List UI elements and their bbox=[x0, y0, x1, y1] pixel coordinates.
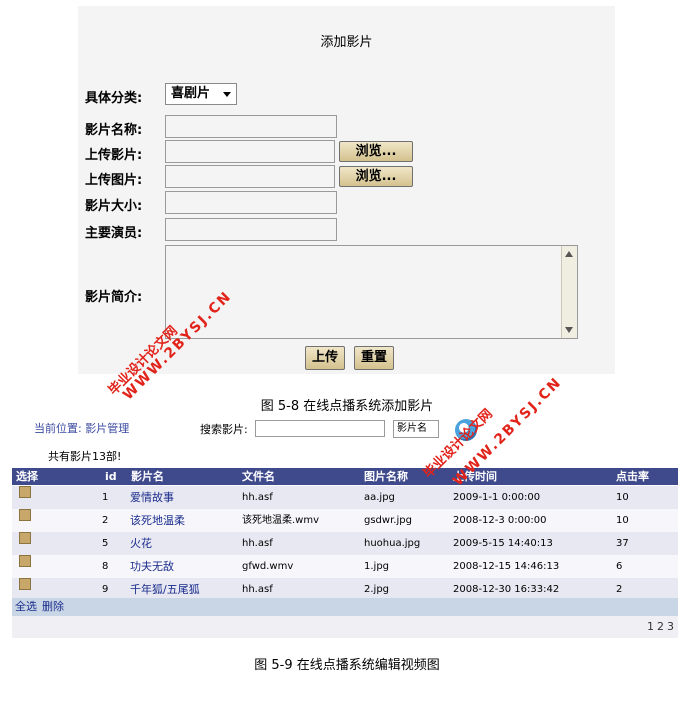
cell-clicks: 10 bbox=[616, 515, 629, 526]
upload-image-label: 上传图片: bbox=[85, 173, 143, 188]
scroll-up-icon[interactable] bbox=[565, 251, 573, 257]
cell-time: 2009-1-1 0:00:00 bbox=[453, 492, 541, 503]
col-file: 文件名 bbox=[242, 470, 275, 483]
cell-image: 2.jpg bbox=[364, 584, 390, 595]
cell-file: hh.asf bbox=[242, 492, 273, 503]
cell-clicks: 6 bbox=[616, 561, 623, 572]
table-row: 5 火花 hh.asf huohua.jpg 2009-5-15 14:40:1… bbox=[12, 532, 678, 555]
cell-file: gfwd.wmv bbox=[242, 561, 294, 572]
category-select[interactable]: 喜剧片 bbox=[165, 83, 237, 105]
search-icon[interactable] bbox=[455, 419, 477, 441]
cell-clicks: 10 bbox=[616, 492, 629, 503]
col-time: 上传时间 bbox=[453, 470, 497, 483]
category-value: 喜剧片 bbox=[171, 86, 211, 101]
actors-label: 主要演员: bbox=[85, 226, 143, 241]
select-all-link[interactable]: 全选 bbox=[15, 600, 37, 613]
intro-scrollbar[interactable] bbox=[561, 246, 577, 338]
row-checkbox[interactable] bbox=[19, 486, 31, 498]
cell-time: 2009-5-15 14:40:13 bbox=[453, 538, 553, 549]
cell-file: 该死地温柔.wmv bbox=[242, 515, 320, 526]
page-link-2[interactable]: 2 bbox=[657, 620, 664, 633]
cell-time: 2008-12-15 14:46:13 bbox=[453, 561, 560, 572]
cell-image: 1.jpg bbox=[364, 561, 390, 572]
name-input[interactable] bbox=[165, 115, 337, 138]
row-checkbox[interactable] bbox=[19, 555, 31, 567]
cell-clicks: 37 bbox=[616, 538, 629, 549]
col-name: 影片名 bbox=[131, 470, 164, 483]
cell-name-link[interactable]: 千年狐/五尾狐 bbox=[130, 583, 200, 596]
upload-image-input[interactable] bbox=[165, 165, 335, 188]
pagination: 1 2 3 bbox=[12, 616, 678, 638]
size-label: 影片大小: bbox=[85, 199, 143, 214]
cell-id: 1 bbox=[102, 492, 109, 503]
cell-id: 8 bbox=[102, 561, 109, 572]
cell-name-link[interactable]: 该死地温柔 bbox=[130, 514, 185, 527]
cell-id: 5 bbox=[102, 538, 109, 549]
col-id: id bbox=[105, 470, 117, 483]
reset-button[interactable]: 重置 bbox=[354, 346, 394, 370]
cell-clicks: 2 bbox=[616, 584, 623, 595]
size-input[interactable] bbox=[165, 191, 337, 214]
col-image: 图片名称 bbox=[364, 470, 408, 483]
cell-image: huohua.jpg bbox=[364, 538, 421, 549]
upload-button[interactable]: 上传 bbox=[305, 346, 345, 370]
figure-caption-1: 图 5-8 在线点播系统添加影片 bbox=[260, 399, 434, 414]
table-row: 2 该死地温柔 该死地温柔.wmv gsdwr.jpg 2008-12-3 0:… bbox=[12, 509, 678, 532]
row-checkbox[interactable] bbox=[19, 532, 31, 544]
cell-image: aa.jpg bbox=[364, 492, 395, 503]
cell-image: gsdwr.jpg bbox=[364, 515, 412, 526]
actors-input[interactable] bbox=[165, 218, 337, 241]
category-label: 具体分类: bbox=[85, 91, 143, 106]
table-row: 9 千年狐/五尾狐 hh.asf 2.jpg 2008-12-30 16:33:… bbox=[12, 578, 678, 601]
table-header: 选择 id 影片名 文件名 图片名称 上传时间 点击率 bbox=[12, 468, 678, 485]
add-movie-panel: 添加影片 具体分类: 喜剧片 影片名称: 上传影片: 浏览... 上传图片: 浏… bbox=[78, 6, 615, 374]
table-footer: 全选 删除 bbox=[12, 598, 678, 616]
upload-movie-input[interactable] bbox=[165, 140, 335, 163]
intro-label: 影片简介: bbox=[85, 290, 143, 305]
intro-textarea[interactable] bbox=[165, 245, 578, 339]
table-row: 8 功夫无敌 gfwd.wmv 1.jpg 2008-12-15 14:46:1… bbox=[12, 555, 678, 578]
cell-name-link[interactable]: 爱情故事 bbox=[130, 491, 174, 504]
browse-image-button[interactable]: 浏览... bbox=[339, 166, 413, 187]
scroll-down-icon[interactable] bbox=[565, 327, 573, 333]
search-label: 搜索影片: bbox=[200, 423, 248, 436]
col-clicks: 点击率 bbox=[616, 470, 649, 483]
table-row: 1 爱情故事 hh.asf aa.jpg 2009-1-1 0:00:00 10 bbox=[12, 486, 678, 509]
chevron-down-icon bbox=[223, 92, 231, 97]
cell-time: 2008-12-30 16:33:42 bbox=[453, 584, 560, 595]
movie-list-panel: 当前位置: 影片管理 搜索影片: 影片名 共有影片13部! 选择 id 影片名 … bbox=[12, 412, 678, 638]
breadcrumb: 当前位置: 影片管理 bbox=[34, 422, 130, 435]
page-link-3[interactable]: 3 bbox=[667, 620, 674, 633]
col-select: 选择 bbox=[16, 470, 38, 483]
cell-file: hh.asf bbox=[242, 584, 273, 595]
movie-count: 共有影片13部! bbox=[48, 450, 122, 463]
cell-id: 2 bbox=[102, 515, 109, 526]
figure-caption-2: 图 5-9 在线点播系统编辑视频图 bbox=[254, 658, 440, 673]
cell-time: 2008-12-3 0:00:00 bbox=[453, 515, 547, 526]
form-title: 添加影片 bbox=[320, 35, 373, 50]
row-checkbox[interactable] bbox=[19, 578, 31, 590]
upload-movie-label: 上传影片: bbox=[85, 148, 143, 163]
cell-name-link[interactable]: 功夫无敌 bbox=[130, 560, 174, 573]
name-label: 影片名称: bbox=[85, 123, 143, 138]
browse-movie-button[interactable]: 浏览... bbox=[339, 141, 413, 162]
cell-name-link[interactable]: 火花 bbox=[130, 537, 152, 550]
row-checkbox[interactable] bbox=[19, 509, 31, 521]
delete-link[interactable]: 删除 bbox=[42, 600, 64, 613]
cell-id: 9 bbox=[102, 584, 109, 595]
page-link-1[interactable]: 1 bbox=[647, 620, 654, 633]
search-field-select[interactable]: 影片名 bbox=[393, 420, 439, 438]
search-input[interactable] bbox=[255, 420, 385, 437]
cell-file: hh.asf bbox=[242, 538, 273, 549]
